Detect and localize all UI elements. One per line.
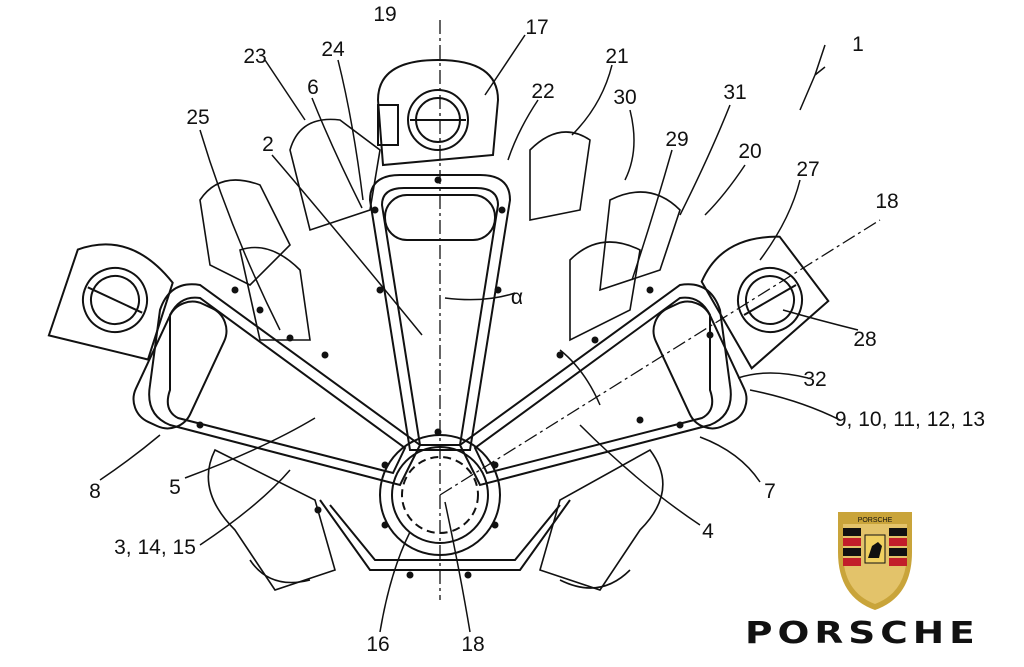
ref-label-16: 16 bbox=[366, 633, 390, 656]
right-plenum-4 bbox=[458, 283, 748, 487]
left-plenum-5 bbox=[132, 283, 422, 487]
ref-label-2: 2 bbox=[262, 133, 274, 156]
central-flange-16 bbox=[379, 434, 501, 556]
ref-label-27: 27 bbox=[796, 158, 820, 181]
ref-label-30: 30 bbox=[613, 86, 637, 109]
porsche-wordmark: PORSCHE bbox=[745, 616, 980, 651]
angle-alpha-label: α bbox=[510, 286, 524, 309]
throttle-body-left bbox=[47, 243, 174, 361]
ref-label-25: 25 bbox=[186, 106, 210, 129]
bolts bbox=[196, 176, 714, 579]
ref-label-19: 19 bbox=[373, 3, 397, 26]
angle-alpha-arc bbox=[444, 292, 516, 301]
ref-label-24: 24 bbox=[321, 38, 345, 61]
ref-label-3-14-15: 3, 14, 15 bbox=[114, 536, 196, 559]
ref-label-18: 18 bbox=[461, 633, 485, 656]
porsche-crest-logo: PORSCHE bbox=[838, 512, 912, 610]
ref-label-18-axis: 18 bbox=[875, 190, 899, 213]
ref-label-28: 28 bbox=[853, 328, 877, 351]
ref-label-20: 20 bbox=[738, 140, 762, 163]
ref-label-1: 1 bbox=[852, 33, 864, 56]
ref-label-5: 5 bbox=[169, 476, 181, 499]
axis-18 bbox=[439, 219, 881, 496]
ref-label-29: 29 bbox=[665, 128, 689, 151]
ref-label-4: 4 bbox=[702, 520, 714, 543]
ref-label-9-13: 9, 10, 11, 12, 13 bbox=[834, 408, 986, 431]
ref-label-31: 31 bbox=[723, 81, 747, 104]
ref-label-17: 17 bbox=[525, 16, 549, 39]
central-plenum-2 bbox=[368, 174, 512, 451]
ref-label-8: 8 bbox=[89, 480, 101, 503]
throttle-body-27 bbox=[700, 235, 830, 370]
lower-flange bbox=[319, 499, 571, 571]
intake-runners bbox=[199, 118, 681, 591]
leader-lines bbox=[99, 34, 859, 633]
svg-text:PORSCHE: PORSCHE bbox=[858, 517, 893, 524]
ref-label-7: 7 bbox=[764, 480, 776, 503]
ref-label-23: 23 bbox=[243, 45, 267, 68]
ref-label-6: 6 bbox=[307, 76, 319, 99]
ref-label-32: 32 bbox=[803, 368, 827, 391]
ref-label-22: 22 bbox=[531, 80, 555, 103]
throttle-body-17 bbox=[376, 58, 500, 167]
ref-label-21: 21 bbox=[605, 45, 629, 68]
